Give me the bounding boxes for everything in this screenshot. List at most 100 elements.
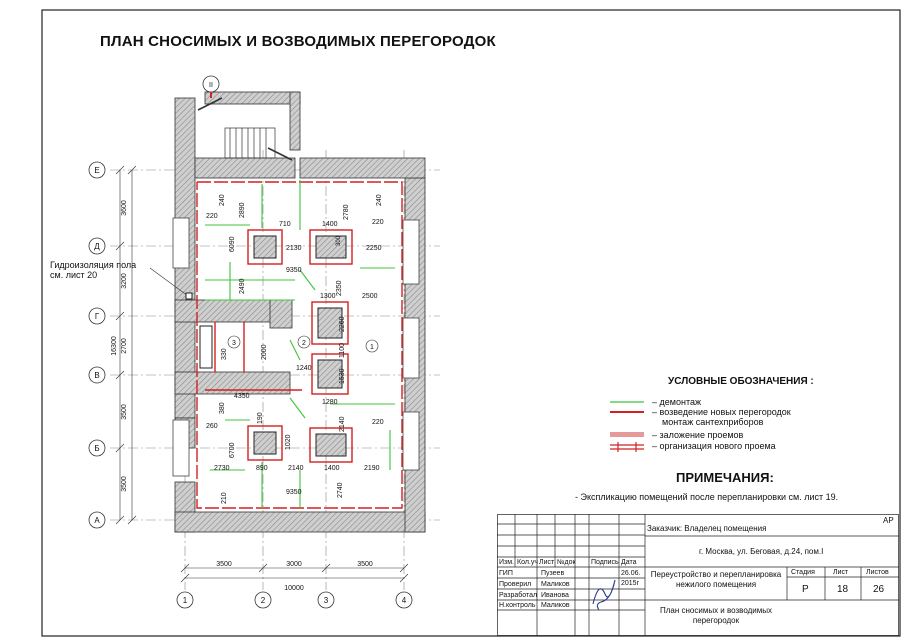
col-spacing: 3000 <box>286 561 302 568</box>
signature <box>592 579 616 611</box>
legend-title: УСЛОВНЫЕ ОБОЗНАЧЕНИЯ : <box>668 376 814 387</box>
dim-label: 2730 <box>214 465 230 472</box>
dim-label: 220 <box>372 219 384 226</box>
room-number: 1 <box>370 344 374 351</box>
title-block: АР Заказчик: Владелец помещения г. Москв… <box>497 514 899 636</box>
row-spacing: 2700 <box>121 338 128 354</box>
legend-swatches <box>610 401 644 452</box>
person: Маликов <box>541 602 570 609</box>
customer: Заказчик: Владелец помещения <box>647 524 767 533</box>
notes-title: ПРИМЕЧАНИЯ: <box>676 470 774 485</box>
dim-label: 1020 <box>285 434 292 450</box>
sheet-label: Лист <box>833 569 849 576</box>
legend-item: – возведение новых перегородок <box>652 407 791 417</box>
dim-label: 9350 <box>286 267 302 274</box>
date: 26.06. <box>621 570 641 577</box>
dim-label: 1280 <box>322 399 338 406</box>
dim-label: 2190 <box>364 465 380 472</box>
dim-label: 2890 <box>239 202 246 218</box>
axis-label-col: 3 <box>324 596 329 605</box>
dim-label: 220 <box>206 213 218 220</box>
dim-label: 1530 <box>339 368 346 384</box>
role: Разработал <box>499 592 538 599</box>
stage-label: Стадия <box>791 569 815 576</box>
row-spacing: 3500 <box>121 404 128 420</box>
dim-label: 330 <box>221 348 228 360</box>
drawing-title: ПЛАН СНОСИМЫХ И ВОЗВОДИМЫХ ПЕРЕГОРОДОК <box>100 33 496 50</box>
dim-label: 380 <box>219 402 226 414</box>
windows <box>172 217 420 477</box>
section-mark: II <box>209 82 213 89</box>
row-spacing: 3500 <box>121 476 128 492</box>
dim-label: 1400 <box>324 465 340 472</box>
col-spacing: 3500 <box>216 561 232 568</box>
dim-label: 1100 <box>339 343 346 358</box>
col-head: Изм. <box>499 559 514 566</box>
col-head: Подпись <box>591 559 619 566</box>
dim-label: 190 <box>257 412 264 424</box>
callout-line1: Гидроизоляция пола <box>50 260 137 270</box>
stairs <box>197 97 293 161</box>
dim-label: 4350 <box>234 393 250 400</box>
dim-label: 300 <box>336 235 342 246</box>
role: ГИП <box>499 570 513 577</box>
dim-label: 210 <box>221 492 228 504</box>
col-head: Кол.уч <box>517 559 538 566</box>
dim-label: 2350 <box>336 280 343 296</box>
new-partitions <box>196 181 403 509</box>
dim-label: 9350 <box>286 489 302 496</box>
shafts <box>199 235 347 457</box>
dim-label: 1300 <box>320 293 336 300</box>
dim-label: 1400 <box>322 221 338 228</box>
role: Н.контроль <box>499 602 536 609</box>
dimension-lines <box>115 165 409 583</box>
col-head: Дата <box>621 559 637 566</box>
legend-item: монтаж сантехприборов <box>662 417 764 427</box>
axis-label-row: Е <box>94 166 99 175</box>
dim-label: 6090 <box>229 236 236 252</box>
dim-label: 890 <box>256 465 268 472</box>
room-number: 3 <box>232 340 236 347</box>
axis-label-row: Б <box>94 444 99 453</box>
axis-label-col: 1 <box>183 596 188 605</box>
row-spacing: 3600 <box>121 200 128 216</box>
dim-label: 2490 <box>239 278 246 294</box>
callout-line2: см. лист 20 <box>50 270 98 280</box>
role: Проверил <box>499 581 532 588</box>
dim-label: 2130 <box>286 245 302 252</box>
dim-label: 2140 <box>288 465 304 472</box>
legend-item: – заложение проемов <box>652 430 744 440</box>
axis-label-row: Д <box>94 242 100 251</box>
dim-label: 240 <box>376 194 383 206</box>
person: Пузеев <box>541 570 565 577</box>
sheets-label: Листов <box>866 569 889 576</box>
dim-label: 2250 <box>366 245 382 252</box>
dim-label: 220 <box>372 419 384 426</box>
col-head: №док <box>557 559 576 566</box>
col-spacing: 3500 <box>357 561 373 568</box>
sheet-value: 18 <box>837 584 849 595</box>
room-number: 2 <box>302 340 306 347</box>
axis-label-row: Г <box>95 312 100 321</box>
col-head: Лист <box>539 559 555 566</box>
total-width: 10000 <box>284 585 304 592</box>
dim-label: 2500 <box>362 293 378 300</box>
total-height: 16300 <box>111 336 118 356</box>
project-name: Переустройство и перепланировка нежилого… <box>650 570 782 589</box>
row-spacing: 3200 <box>121 273 128 289</box>
axis-label-col: 4 <box>402 596 407 605</box>
legend-item: – организация нового проема <box>652 441 776 451</box>
person: Маликов <box>541 581 570 588</box>
sheets-value: 26 <box>873 584 885 595</box>
notes-text: - Экспликацию помещений после перепланир… <box>575 492 839 502</box>
axis-label-row: В <box>94 371 99 380</box>
dim-label: 240 <box>219 194 226 206</box>
axis-bubbles <box>88 75 413 609</box>
dim-label: 6700 <box>229 442 236 458</box>
legend-item: – демонтаж <box>652 397 701 407</box>
dim-label: 710 <box>279 221 291 228</box>
dim-label: 260 <box>206 423 218 430</box>
dim-label: 2000 <box>261 344 268 360</box>
axis-label-row: А <box>94 516 100 525</box>
